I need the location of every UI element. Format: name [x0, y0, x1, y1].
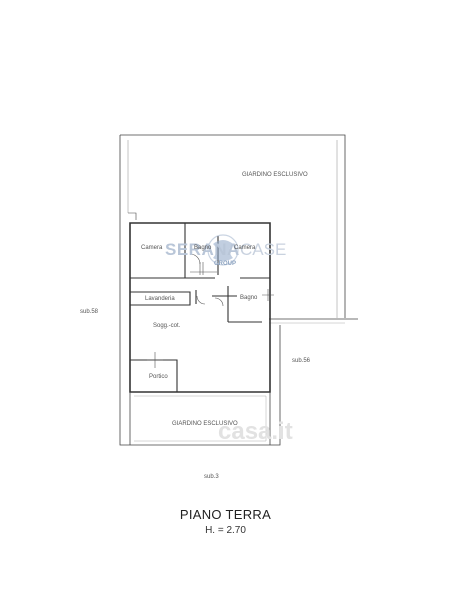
wall-portico: [130, 359, 178, 392]
room-label-lavanderia: Lavanderia: [145, 296, 175, 302]
door-swing-3: [214, 297, 224, 307]
room-label-camera-left: Camera: [141, 245, 163, 251]
room-label-soggiorno: Sogg.-cot.: [153, 323, 181, 329]
neighbor-label-sub3: sub.3: [204, 474, 219, 480]
watermark-site: casa.it: [218, 418, 293, 445]
floor-height-note: H. = 2.70: [205, 525, 246, 536]
wall-lavanderia: [130, 291, 191, 306]
window-mark-portico: [147, 352, 163, 368]
garden-top-step: [128, 212, 137, 220]
room-label-camera-right: Camera: [234, 245, 256, 251]
garden-bottom-outline: [129, 392, 271, 445]
garden-top-inner-line: [127, 140, 338, 318]
neighbor-label-sub56: sub.56: [292, 358, 311, 364]
room-label-portico: Portico: [149, 374, 168, 380]
floor-title: PIANO TERRA: [179, 507, 272, 522]
property-boundary: [119, 134, 346, 446]
garden-bottom-inner: [134, 395, 267, 442]
window-mark-right: [262, 289, 274, 301]
watermark-brand-group: GROUP: [214, 261, 237, 267]
watermark-brand-serana: SERANA: [165, 240, 240, 259]
room-label-giardino-top: GIARDINO ESCLUSIVO: [242, 172, 308, 178]
brand-logo-emblem: [207, 234, 239, 266]
room-label-bagno: Bagno: [240, 295, 258, 301]
watermark-brand-case: CASE: [240, 240, 287, 259]
door-swing-2: [196, 295, 206, 305]
room-label-giardino-bottom: GIARDINO ESCLUSIVO: [172, 421, 238, 427]
room-label-bagno-top: Bagno: [194, 245, 212, 251]
fixture-line: [199, 262, 204, 275]
wall-bagno-small: [212, 286, 262, 323]
neighbor-label-sub58: sub.58: [80, 309, 99, 315]
